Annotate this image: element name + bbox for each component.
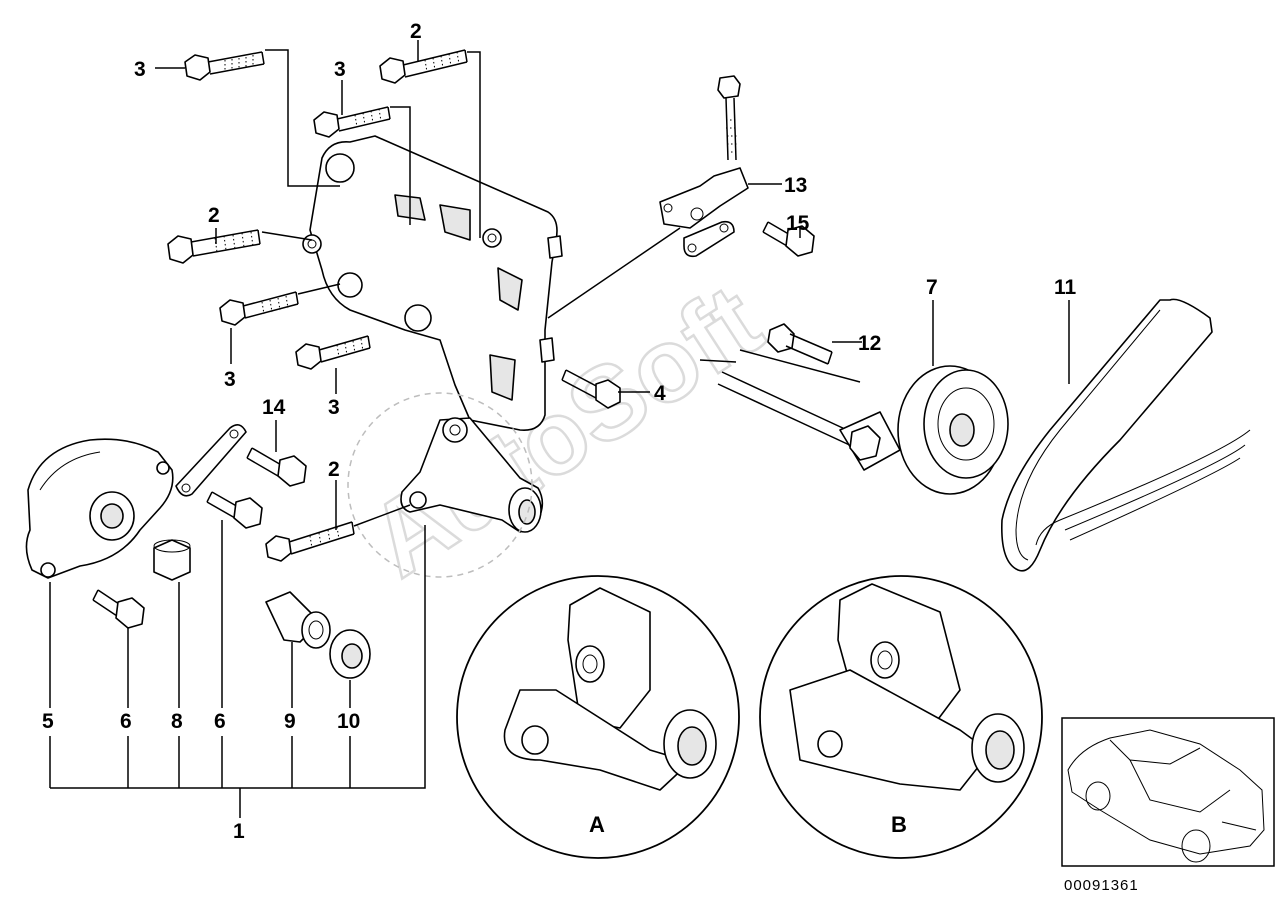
bracket [302,135,563,533]
sleeve-9 [265,591,331,649]
callout-3-lower: 3 [328,396,340,419]
callout-12: 12 [858,332,881,355]
bolt-3-left [219,291,299,326]
link-plate [683,220,735,258]
bolt-6-mid [206,491,263,529]
leader-lines [49,40,1070,818]
callout-2-top: 2 [410,20,422,43]
callout-9: 9 [284,710,296,733]
bolt-2-top [379,49,468,84]
bolt-15 [762,221,815,257]
callout-4: 4 [654,382,666,405]
callout-6-left: 6 [120,710,132,733]
bolt-4 [561,369,621,409]
idler-pulley [717,365,1009,495]
callout-1: 1 [233,820,245,843]
tensioner [25,438,174,579]
callout-6-mid: 6 [214,710,226,733]
detail-label-b: B [891,812,907,837]
callout-3-second: 3 [334,58,346,81]
callout-5: 5 [42,710,54,733]
callout-13: 13 [784,174,807,197]
callout-10: 10 [337,710,360,733]
callout-11: 11 [1054,276,1077,299]
callout-8: 8 [171,710,183,733]
callout-2-lower: 2 [328,458,340,481]
bushing-8 [153,539,191,581]
bolt-2-left [167,229,261,264]
bolt-12 [767,323,833,365]
bolt-14 [246,447,307,487]
bolt-3-second [313,106,391,138]
diagram-part-number: 00091361 [1064,877,1139,894]
bolt-3-top [184,51,265,81]
seal-10 [329,629,371,679]
callout-2-left: 2 [208,204,220,227]
callout-14: 14 [262,396,286,419]
plate-14 [175,424,247,497]
bracket-13 [659,75,749,229]
detail-label-a: A [589,812,605,837]
callout-3-top: 3 [134,58,146,81]
callout-3-left: 3 [224,368,236,391]
callout-7: 7 [926,276,938,299]
bolt-2-lower [265,521,355,562]
vehicle-thumbnail [1061,717,1275,867]
callout-15: 15 [786,212,810,235]
bolt-6-left [92,589,145,629]
bolt-3-lower [295,335,371,370]
detail-region-circle [347,392,533,578]
detail-a [456,575,740,859]
detail-b [759,575,1043,859]
belt [1001,298,1251,572]
